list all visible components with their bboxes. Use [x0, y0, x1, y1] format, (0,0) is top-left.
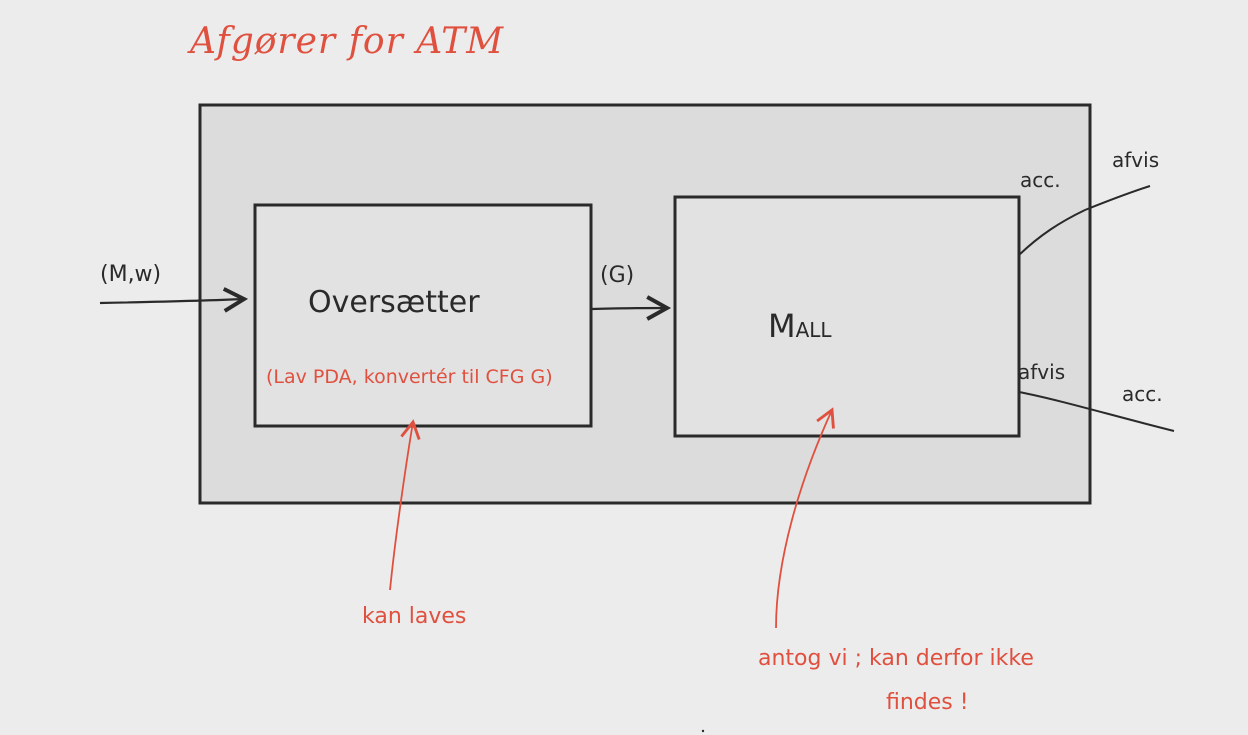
annotation-findes: findes ! — [886, 690, 969, 715]
output-line-bottom — [1018, 391, 1175, 432]
output-acc-top: acc. — [1020, 168, 1061, 192]
mall-box — [673, 195, 1021, 438]
kan-laves-arrow — [389, 419, 421, 591]
ink-dot — [701, 729, 705, 733]
translator-label: Oversætter — [308, 285, 480, 320]
output-afvis-bottom: afvis — [1018, 360, 1066, 384]
input-label: (M,w) — [100, 262, 162, 287]
annotation-kan-laves: kan laves — [362, 604, 467, 629]
translator-box — [253, 203, 593, 428]
input-arrow — [99, 287, 249, 313]
diagram-title: Afgører for ATM — [190, 21, 505, 62]
output-acc-bottom: acc. — [1122, 382, 1163, 406]
grammar-label: (G) — [600, 263, 635, 288]
antog-arrow — [775, 407, 835, 629]
annotation-antog: antog vi ; kan derfor ikke — [758, 646, 1034, 671]
output-afvis-top: afvis — [1112, 148, 1160, 172]
output-line-top — [1018, 185, 1151, 256]
grammar-arrow — [591, 295, 672, 321]
mall-label-subscript: ALL — [795, 318, 832, 342]
translator-note: (Lav PDA, konvertér til CFG G) — [266, 366, 553, 388]
mall-label-main: M — [768, 307, 796, 345]
mall-label: MALL — [768, 310, 832, 342]
